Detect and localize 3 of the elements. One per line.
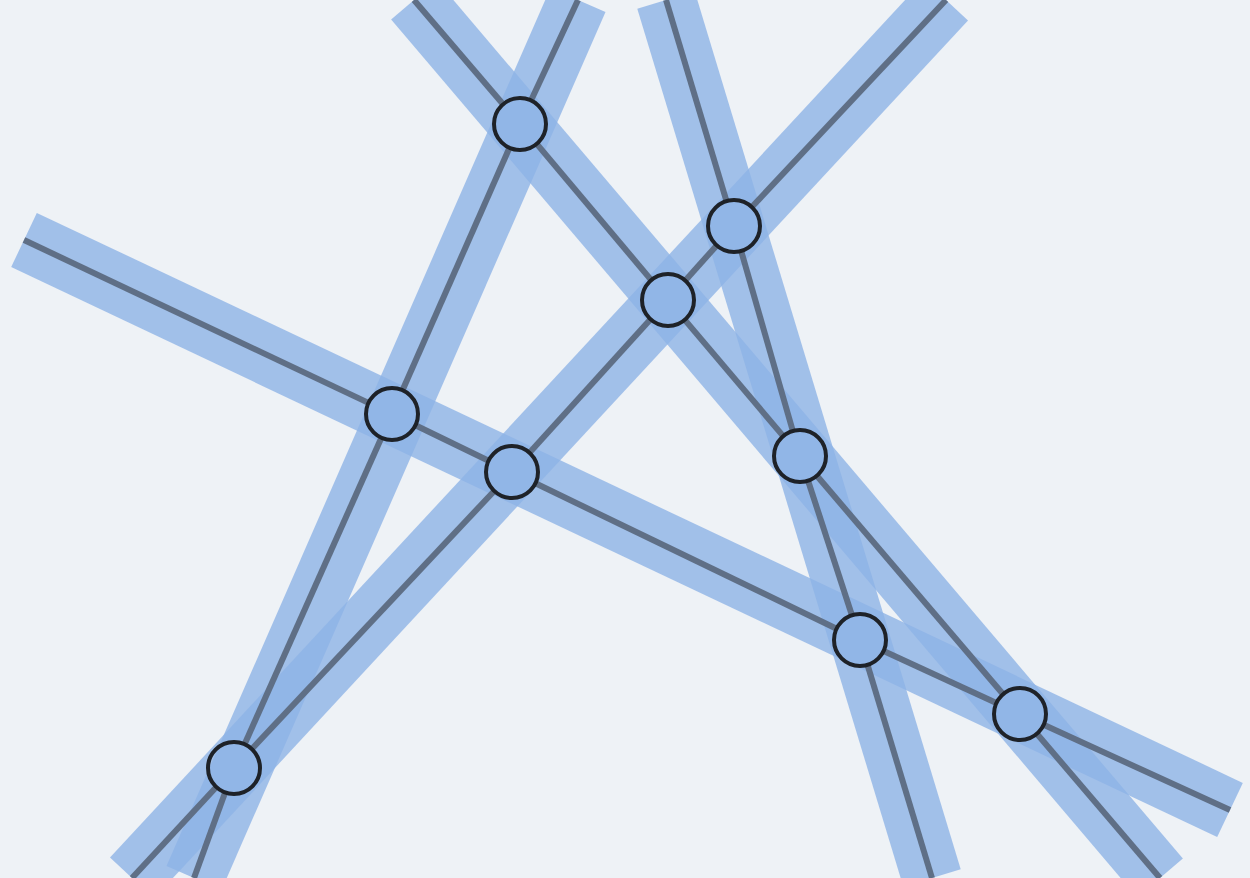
line bbox=[1042, 722, 1232, 813]
intersection-circle bbox=[992, 686, 1048, 742]
line bbox=[1034, 731, 1163, 878]
